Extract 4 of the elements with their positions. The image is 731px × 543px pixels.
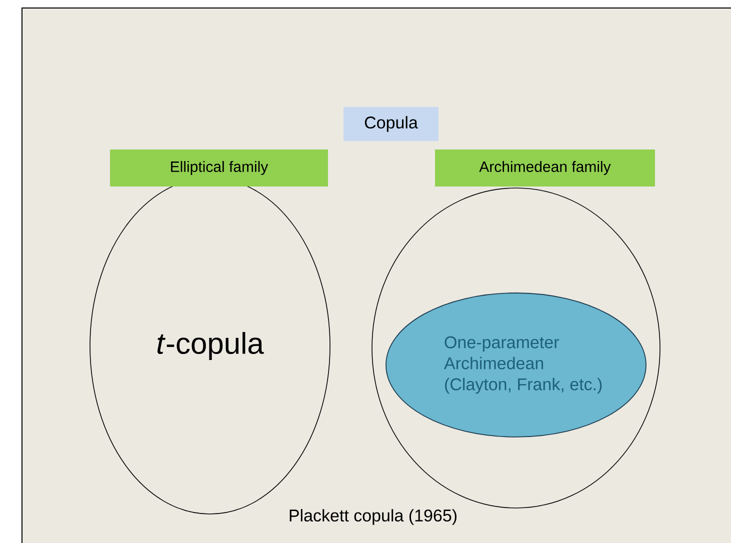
label-box: Archimedean family — [435, 150, 655, 186]
ellipse — [372, 188, 660, 508]
label-box: Copula — [344, 107, 438, 141]
label-box: Elliptical family — [110, 150, 328, 186]
